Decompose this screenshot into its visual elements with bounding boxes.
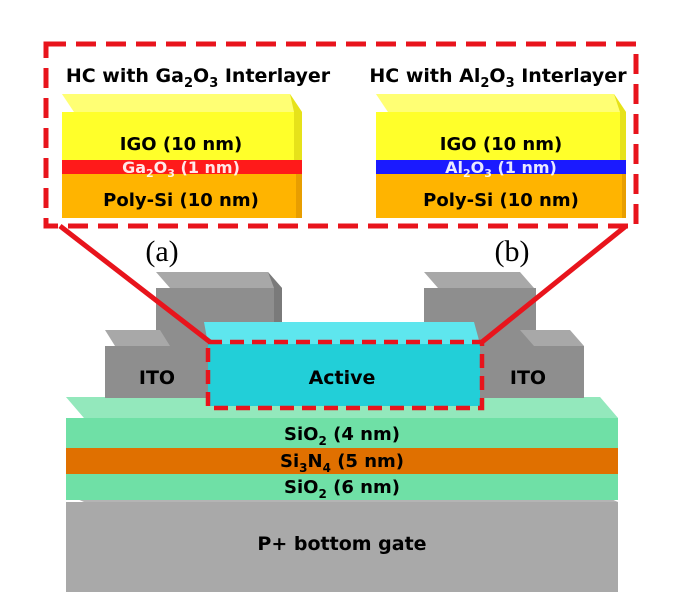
inset-a-polysi-label: Poly-Si (10 nm) [103,190,259,211]
si3n4-label: Si3N4 (5 nm) [280,451,404,475]
sio2-top-front-face [66,418,618,448]
ito-left-lower-front [105,346,215,398]
si3n4-front-face [66,446,618,474]
active-front-face [208,344,480,406]
bottom-gate-label: P+ bottom gate [257,533,426,555]
zoom-line-left [58,224,212,344]
inset-b-igo-label: IGO (10 nm) [440,134,562,155]
inset-a-ga2o3-layer [62,160,302,174]
inset-b-polysi-side [622,174,626,218]
si3n4-layer [66,446,618,474]
inset-a-polysi-front [62,174,296,218]
inset-a-polysi-side [296,174,302,218]
inset-frame [43,41,639,229]
caption-b: (b) [495,235,530,268]
ito-right-step-face [520,330,584,346]
ito-right-lower-front [474,346,584,398]
caption-a: (a) [145,235,178,268]
inset-b-al2o3-label: Al2O3 (1 nm) [445,158,557,180]
bottom-gate-shade [66,502,618,592]
inset-a-stack [62,94,302,218]
inset-b-igo-side [614,94,626,162]
ito-right [424,272,584,398]
inset-a-igo-front [62,112,294,162]
ito-right-top-face [424,272,534,288]
inset-a-igo-top [62,94,302,112]
bottom-gate-front-face [66,502,618,592]
inset-a-igo-side [290,94,302,162]
sio2-bottom-label: SiO2 (6 nm) [284,477,400,501]
inset-a-ga2o3-label: Ga2O3 (1 nm) [122,158,240,180]
inset-b-stack [376,94,626,218]
sio2-top-label: SiO2 (4 nm) [284,424,400,448]
sio2-bottom-layer [66,472,618,500]
inset-b-igo-front [376,112,620,162]
zoom-lines [58,224,628,344]
inset-b-igo-top-shade [376,94,626,112]
active-layer [204,322,480,406]
inset-b-igo-top [376,94,626,112]
active-highlight-box [205,339,485,411]
inset-b-title: HC with Al2O3 Interlayer [369,65,627,91]
inset-a-title: HC with Ga2O3 Interlayer [66,65,331,91]
inset-b-polysi-label: Poly-Si (10 nm) [423,190,579,211]
inset-b-polysi-front [376,174,622,218]
ito-left-top-face [156,272,282,288]
inset-a-igo-top-shade [62,94,302,112]
inset-a-igo-label: IGO (10 nm) [120,134,242,155]
inset-b-al2o3-layer [376,160,626,174]
ito-right-label: ITO [510,367,546,389]
sio2-bottom-front-face [66,472,618,500]
bottom-gate-layer [66,494,618,592]
zoom-line-right [480,224,628,344]
active-label: Active [309,367,376,389]
ito-left-step-face [105,330,170,346]
active-top-face [204,322,480,344]
ito-left-label: ITO [139,367,175,389]
